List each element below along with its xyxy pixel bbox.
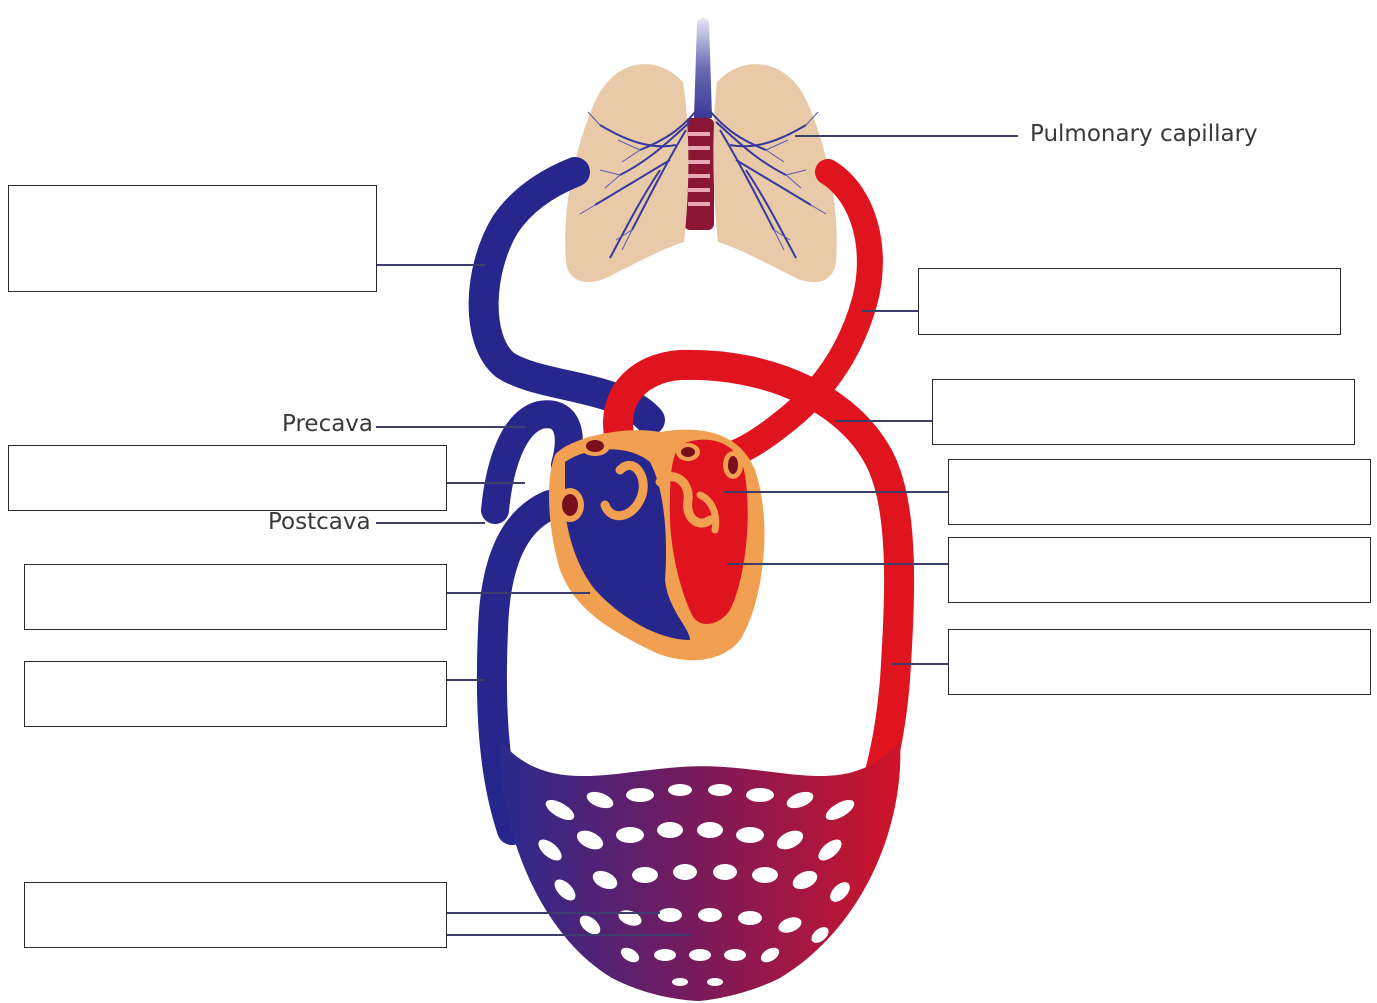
systemic-capillary-bed [500, 740, 900, 1001]
answer-box-1[interactable] [8, 185, 377, 292]
answer-box-4[interactable] [8, 445, 447, 511]
label-precava: Precava [282, 411, 373, 437]
label-postcava: Postcava [268, 509, 371, 535]
answer-box-9[interactable] [24, 661, 447, 727]
answer-box-7[interactable] [948, 537, 1371, 603]
answer-box-2[interactable] [918, 268, 1341, 335]
answer-box-5[interactable] [24, 564, 447, 630]
answer-box-8[interactable] [948, 629, 1371, 695]
heart [549, 430, 764, 661]
label-pulmonary-capillary: Pulmonary capillary [1030, 121, 1258, 147]
answer-box-6[interactable] [948, 459, 1371, 525]
answer-box-3[interactable] [932, 379, 1355, 445]
answer-box-10[interactable] [24, 882, 447, 948]
